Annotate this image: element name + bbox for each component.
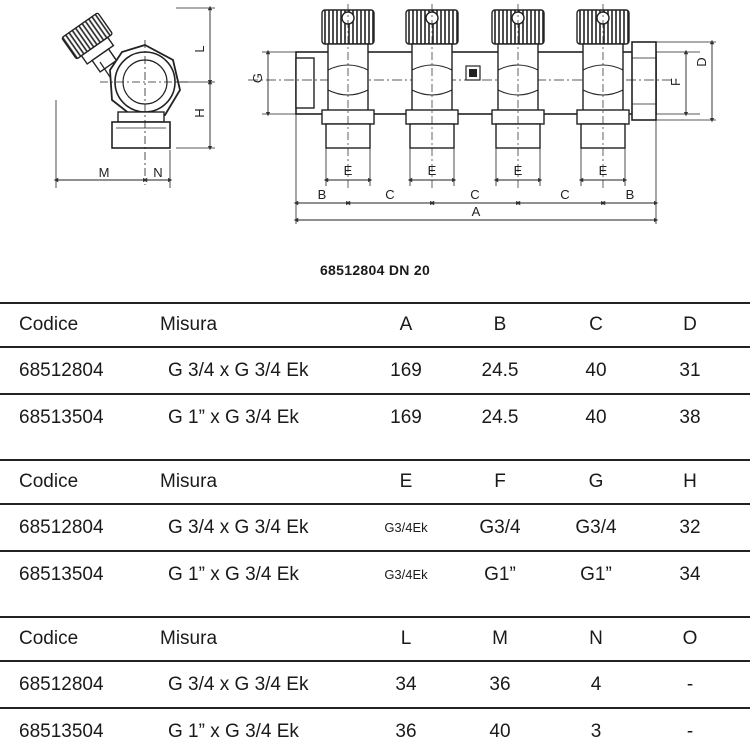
cell-n: 3	[590, 721, 602, 742]
cell-g: G3/4	[575, 517, 617, 538]
header-misura: Misura	[160, 314, 218, 335]
cell-codice: 68512804	[19, 674, 104, 695]
table-divider	[0, 302, 750, 304]
front-view	[248, 4, 716, 224]
label-m: M	[99, 165, 110, 180]
label-e-3: E	[514, 163, 523, 178]
cell-f: G1”	[484, 564, 516, 585]
table-header: Codice Misura E F G H	[0, 459, 750, 503]
table-row: 68512804 G 3/4 x G 3/4 Ek 169 24.5 40 31	[0, 348, 750, 393]
table-divider	[0, 550, 750, 552]
table-divider	[0, 660, 750, 662]
header-misura: Misura	[160, 628, 218, 649]
cell-l: 36	[395, 721, 417, 742]
cell-m: 36	[489, 674, 511, 695]
header-h: H	[683, 471, 697, 492]
label-b-right: B	[626, 187, 635, 202]
cell-l: 34	[395, 674, 417, 695]
table-row: 68512804 G 3/4 x G 3/4 Ek 34 36 4 -	[0, 662, 750, 707]
cell-a: 169	[390, 407, 422, 428]
cell-codice: 68513504	[19, 564, 104, 585]
header-c: C	[589, 314, 603, 335]
cell-b: 24.5	[481, 407, 519, 428]
label-a: A	[472, 204, 481, 219]
table-row: 68512804 G 3/4 x G 3/4 Ek G3/4Ek G3/4 G3…	[0, 505, 750, 550]
header-e: E	[399, 471, 413, 492]
cell-d: 31	[679, 360, 701, 381]
table-header: Codice Misura L M N O	[0, 616, 750, 660]
cell-g: G1”	[580, 564, 612, 585]
table-divider	[0, 346, 750, 348]
label-e-1: E	[344, 163, 353, 178]
cell-misura: G 3/4 x G 3/4 Ek	[168, 517, 309, 538]
label-c-2: C	[470, 187, 479, 202]
spec-table-3: Codice Misura L M N O 68512804 G 3/4 x G…	[0, 616, 750, 750]
cell-misura: G 3/4 x G 3/4 Ek	[168, 360, 309, 381]
cell-codice: 68513504	[19, 407, 104, 428]
table-divider	[0, 503, 750, 505]
header-g: G	[588, 471, 604, 492]
header-codice: Codice	[19, 628, 79, 649]
cell-m: 40	[489, 721, 511, 742]
label-h: H	[192, 108, 207, 117]
header-f: F	[494, 471, 506, 492]
cell-d: 38	[679, 407, 701, 428]
cell-b: 24.5	[481, 360, 519, 381]
cell-codice: 68513504	[19, 721, 104, 742]
cell-codice: 68512804	[19, 517, 104, 538]
spec-table-2: Codice Misura E F G H 68512804 G 3/4 x G…	[0, 459, 750, 593]
cell-c: 40	[585, 360, 607, 381]
cell-misura: G 1” x G 3/4 Ek	[168, 564, 299, 585]
header-l: L	[400, 628, 412, 649]
cell-o: -	[686, 674, 694, 695]
cell-n: 4	[590, 674, 602, 695]
label-c-3: C	[560, 187, 569, 202]
header-codice: Codice	[19, 314, 79, 335]
cell-h: 34	[679, 564, 701, 585]
cell-e: G3/4Ek	[384, 567, 428, 582]
label-d: D	[694, 57, 709, 66]
table-divider	[0, 393, 750, 395]
side-view	[53, 5, 215, 188]
label-g: G	[250, 73, 265, 83]
label-e-4: E	[599, 163, 608, 178]
label-l: L	[192, 45, 207, 52]
cell-codice: 68512804	[19, 360, 104, 381]
cell-o: -	[686, 721, 694, 742]
header-b: B	[493, 314, 507, 335]
label-b-left: B	[318, 187, 327, 202]
cell-e: G3/4Ek	[384, 520, 428, 535]
header-a: A	[399, 314, 413, 335]
table-header: Codice Misura A B C D	[0, 302, 750, 346]
cell-a: 169	[390, 360, 422, 381]
header-d: D	[683, 314, 697, 335]
header-codice: Codice	[19, 471, 79, 492]
label-c-1: C	[385, 187, 394, 202]
label-e-2: E	[428, 163, 437, 178]
header-misura: Misura	[160, 471, 218, 492]
cell-f: G3/4	[479, 517, 521, 538]
table-row: 68513504 G 1” x G 3/4 Ek G3/4Ek G1” G1” …	[0, 552, 750, 597]
cell-misura: G 1” x G 3/4 Ek	[168, 407, 299, 428]
cell-h: 32	[679, 517, 701, 538]
header-m: M	[492, 628, 508, 649]
table-row: 68513504 G 1” x G 3/4 Ek 169 24.5 40 38	[0, 395, 750, 440]
label-n: N	[153, 165, 162, 180]
label-f: F	[668, 78, 683, 86]
technical-drawing: L H M N	[53, 4, 716, 224]
table-row: 68513504 G 1” x G 3/4 Ek 36 40 3 -	[0, 709, 750, 754]
table-divider	[0, 707, 750, 709]
spec-table-1: Codice Misura A B C D 68512804 G 3/4 x G…	[0, 302, 750, 436]
header-o: O	[682, 628, 698, 649]
cell-misura: G 1” x G 3/4 Ek	[168, 721, 299, 742]
cell-c: 40	[585, 407, 607, 428]
cell-misura: G 3/4 x G 3/4 Ek	[168, 674, 309, 695]
table-divider	[0, 459, 750, 461]
model-caption: 68512804 DN 20	[319, 262, 431, 278]
header-n: N	[589, 628, 603, 649]
table-divider	[0, 616, 750, 618]
